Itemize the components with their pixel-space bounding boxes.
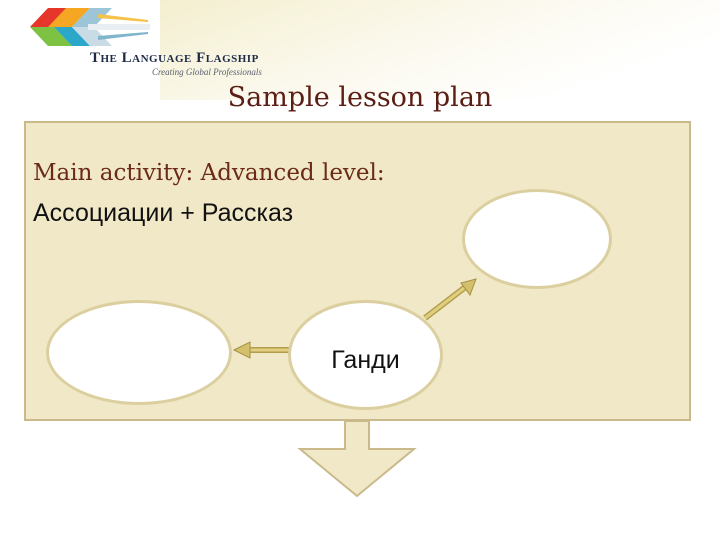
header-background — [160, 0, 720, 100]
association-node-center: Ганди — [288, 300, 443, 410]
down-arrow-icon — [297, 420, 417, 498]
logo-tagline: Creating Global Professionals — [152, 67, 262, 77]
activity-title: Ассоциации + Рассказ — [33, 199, 294, 227]
activity-label: Main activity: Advanced level: — [33, 160, 385, 186]
flagship-logo-icon — [30, 8, 150, 46]
slide-title: Sample lesson plan — [227, 82, 493, 113]
association-node-left — [46, 300, 232, 405]
logo-title: The Language Flagship — [90, 50, 259, 66]
arrow-center-to-right — [423, 278, 477, 321]
association-node-right — [462, 189, 612, 289]
